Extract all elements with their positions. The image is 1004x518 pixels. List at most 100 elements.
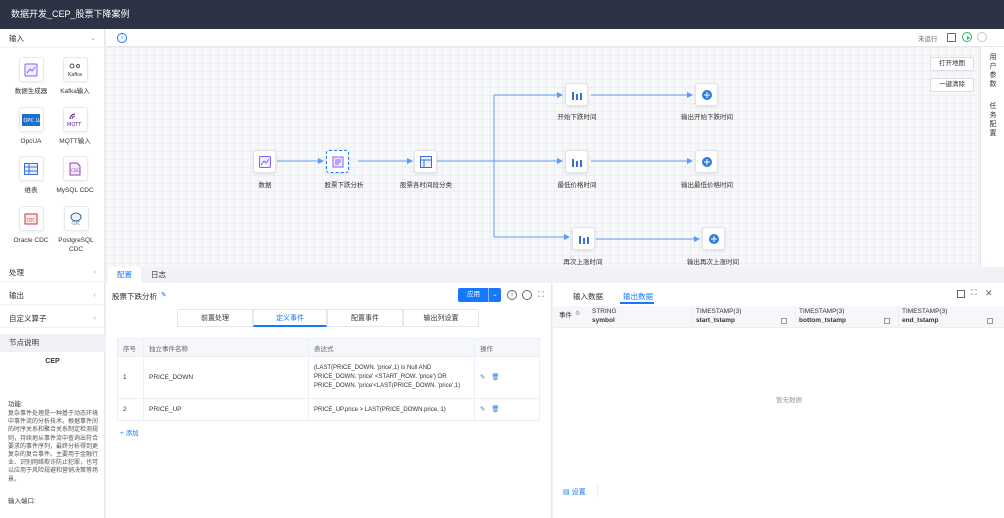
column-end-tstamp: TIMESTAMP(3)end_tstamp	[902, 308, 948, 324]
bottom-tabs: 配置 日志	[106, 267, 552, 283]
clock-icon[interactable]	[522, 290, 532, 300]
tab-output-data[interactable]: 输出数据	[623, 292, 653, 301]
row-number: 2	[117, 398, 144, 421]
column-bottom-tstamp: TIMESTAMP(3)bottom_tstamp	[799, 308, 846, 324]
delete-icon[interactable]: 🗑	[491, 373, 500, 381]
edit-icon[interactable]: ✎	[480, 373, 486, 381]
tab-input-data[interactable]: 输入数据	[573, 292, 603, 301]
settings-button[interactable]: ▤ 设置	[563, 489, 586, 496]
panel-toggle-icon[interactable]	[957, 290, 965, 298]
footer-input[interactable]	[597, 484, 1004, 498]
rail-task-config[interactable]: 任务配置	[989, 103, 997, 137]
section-custom-operator[interactable]: 自定义算子‹	[0, 309, 105, 328]
event-name: PRICE_DOWN	[143, 356, 309, 399]
opcua-icon: OPC UA	[18, 107, 44, 132]
delete-icon[interactable]: 🗑	[491, 405, 500, 413]
empty-state: 暂无数据	[776, 397, 802, 404]
component-opcua[interactable]: OPC UA OpcUA	[9, 107, 53, 146]
node-output-rise-again[interactable]	[702, 227, 725, 250]
cep-icon	[332, 156, 343, 167]
add-event-button[interactable]: + 添加	[120, 430, 139, 437]
mqtt-icon: MQTT	[62, 107, 88, 132]
apply-button[interactable]: 应用 ⌄	[458, 288, 501, 302]
node-stock-drop-analysis[interactable]	[326, 150, 349, 173]
svg-text:CDC: CDC	[27, 217, 36, 222]
node-label: 数据	[258, 182, 272, 189]
node-lowest-price-time[interactable]	[565, 150, 588, 173]
chevron-down-icon: ⌄	[90, 35, 96, 42]
stop-icon[interactable]	[977, 32, 987, 42]
calendar-icon	[884, 318, 890, 324]
fullscreen-icon[interactable]: ⛶	[971, 288, 977, 297]
canvas-toolbar: i 未运行	[106, 29, 1004, 47]
column-divider	[898, 307, 899, 327]
settings-icon[interactable]: ⚙	[575, 311, 581, 317]
node-output-lowest-price[interactable]	[695, 150, 718, 173]
chevron-down-icon[interactable]: ⌄	[488, 288, 501, 302]
chevron-left-icon: ‹	[93, 292, 96, 299]
table-icon	[18, 156, 44, 181]
tab-log[interactable]: 日志	[151, 270, 166, 279]
output-sink-icon	[708, 233, 719, 244]
node-description-title: CEP	[45, 358, 60, 365]
svg-text:Kafka: Kafka	[68, 72, 82, 77]
table-row: 2 PRICE_UP PRICE_UP.price > LAST(PRICE_D…	[117, 398, 540, 421]
node-label: 股票各时间段分类	[400, 182, 452, 189]
filter-icon	[571, 158, 582, 167]
rail-user-params[interactable]: 用户参数	[989, 54, 997, 88]
section-output[interactable]: 输出‹	[0, 286, 105, 305]
component-dim-table[interactable]: 维表	[9, 156, 53, 195]
info-icon[interactable]: i	[117, 33, 127, 43]
data-generator-icon	[258, 155, 271, 168]
tab-config[interactable]: 配置	[108, 267, 141, 283]
step-preprocess[interactable]: 前置处理	[177, 309, 253, 327]
row-number: 1	[117, 356, 144, 399]
filter-icon	[578, 235, 589, 244]
column-divider	[692, 307, 693, 327]
split-icon	[419, 155, 432, 168]
node-description-function-label: 功能:	[8, 401, 23, 408]
row-actions: ✎ 🗑	[474, 356, 540, 399]
event-column-label: 事件	[559, 312, 572, 319]
edit-icon[interactable]: ✎	[480, 405, 486, 413]
close-icon[interactable]: ✕	[985, 288, 993, 298]
node-rise-again-time[interactable]	[572, 227, 595, 250]
component-data-generator[interactable]: 数据生成器	[9, 57, 53, 96]
node-start-drop-time[interactable]	[565, 83, 588, 106]
settings-icon: ▤	[563, 489, 570, 496]
chevron-left-icon: ‹	[93, 315, 96, 322]
dag-edges	[277, 92, 700, 242]
config-title: 股票下跌分析	[112, 292, 157, 301]
step-configure-event[interactable]: 配置事件	[327, 309, 403, 327]
event-expression: (LAST(PRICE_DOWN. 'price',1) is Null AND…	[308, 356, 475, 399]
node-description-text: 复杂事件处理是一种基于动态环境中事件流的分析技术。根据事件间的时序关系和聚合关系…	[8, 411, 99, 483]
node-data-source[interactable]	[253, 150, 276, 173]
column-divider	[795, 307, 796, 327]
play-icon[interactable]	[962, 32, 972, 42]
cdc-icon: CDC	[62, 156, 88, 181]
node-time-segment-classify[interactable]	[414, 150, 437, 173]
info-icon[interactable]: i	[507, 290, 517, 300]
node-output-start-drop[interactable]	[695, 83, 718, 106]
section-process[interactable]: 处理‹	[0, 263, 105, 282]
edit-icon[interactable]: ✎	[161, 292, 167, 299]
component-mqtt[interactable]: MQTT MQTT输入	[53, 107, 97, 146]
dag-canvas[interactable]: 数据 股票下跌分析 股票各时间段分类 开始下跌时间 最低价格时间 再次上涨时间 …	[106, 47, 980, 267]
component-postgresql-cdc[interactable]: CDC PostgreSQL CDC	[53, 206, 99, 254]
node-label: 开始下跌时间	[557, 114, 597, 121]
window-title: 数据开发_CEP_股票下降案例	[0, 0, 1004, 29]
section-input[interactable]: 输入⌄	[0, 29, 105, 48]
component-mysql-cdc[interactable]: CDC MySQL CDC	[53, 156, 97, 195]
clear-all-button[interactable]: 一键清除	[930, 78, 974, 92]
component-kafka[interactable]: Kafka Kafka输入	[53, 57, 97, 96]
event-expression: PRICE_UP.price > LAST(PRICE_DOWN.price, …	[308, 398, 475, 421]
run-status: 未运行	[918, 36, 938, 43]
fullscreen-icon[interactable]: ⛶	[538, 290, 544, 299]
save-icon[interactable]	[947, 33, 956, 42]
kafka-icon: Kafka	[62, 57, 88, 82]
node-label: 输出最低价格时间	[681, 182, 733, 189]
step-output-columns[interactable]: 输出列设置	[403, 309, 479, 327]
component-oracle-cdc[interactable]: CDC Oracle CDC	[9, 206, 53, 245]
open-map-button[interactable]: 打开地图	[930, 57, 974, 71]
step-define-event[interactable]: 定义事件	[253, 309, 327, 327]
